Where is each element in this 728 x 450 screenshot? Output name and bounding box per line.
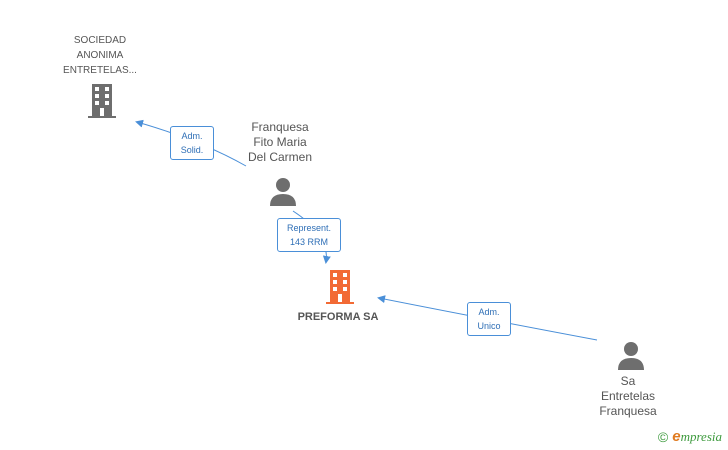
building-icon[interactable] bbox=[86, 84, 118, 118]
edge-label-adm-solid: Adm. Solid. bbox=[170, 126, 214, 160]
copyright-symbol: © bbox=[657, 428, 669, 445]
brand-name: mpresia bbox=[680, 429, 722, 444]
person-icon[interactable] bbox=[268, 176, 298, 206]
brand-logo: © empresia bbox=[658, 428, 722, 445]
edge-label-represent: Represent. 143 RRM bbox=[277, 218, 341, 252]
person-icon[interactable] bbox=[616, 340, 646, 370]
company-label-sociedad[interactable]: SOCIEDAD ANONIMA ENTRETELAS... bbox=[63, 35, 137, 76]
company-label-preforma[interactable]: PREFORMA SA bbox=[297, 311, 379, 323]
brand-e: e bbox=[672, 428, 681, 445]
company-label-sa-entretelas[interactable]: Sa Entretelas Franquesa bbox=[599, 374, 657, 418]
main-building-icon[interactable] bbox=[324, 270, 356, 304]
person-label-franquesa[interactable]: Franquesa Fito Maria Del Carmen bbox=[247, 120, 313, 164]
edge-label-adm-unico: Adm. Unico bbox=[467, 302, 511, 336]
